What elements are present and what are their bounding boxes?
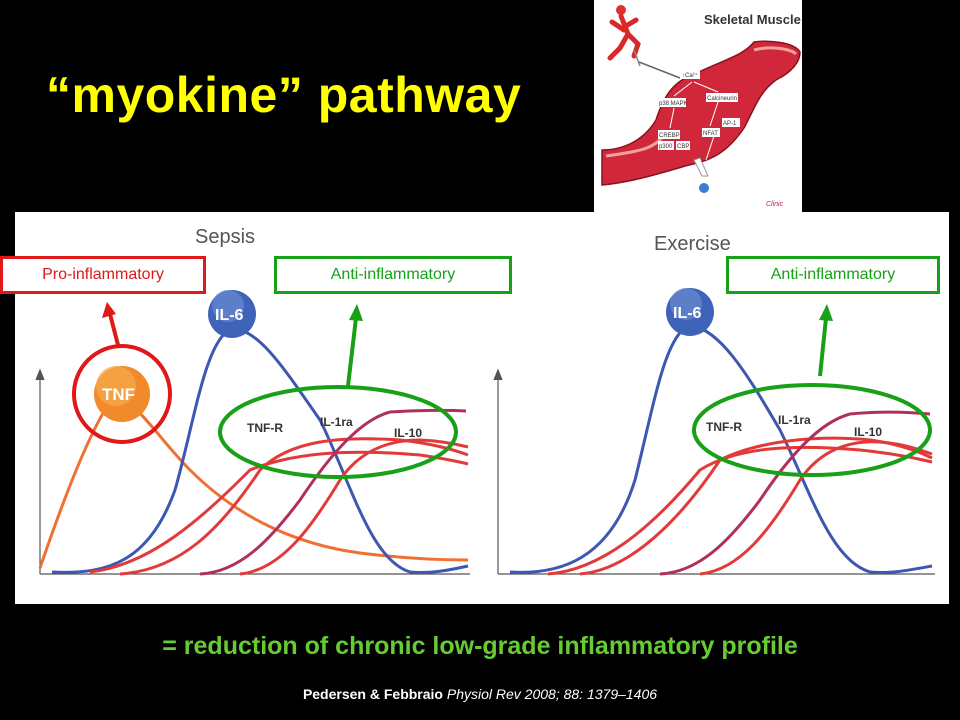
nfat-label: NFAT [703,131,718,137]
figure-logo: Clinic [766,201,784,208]
exercise-axes [493,368,935,575]
sepsis-il6-curve [51,326,469,574]
sepsis-il10-curve [199,408,467,576]
myokine-release-icon [699,183,709,193]
ca-label: ↑Ca²⁺ [682,72,698,79]
calcineurin-label: Calcineurin [707,96,737,102]
exercise-il6-curve [509,323,933,574]
sepsis-il10-label: IL-10 [394,426,422,440]
creb-label: CREBP [659,133,680,139]
p300-label: p300 [659,144,673,150]
tnf-bubble: TNF [94,366,150,422]
ap1-label: AP-1 [723,121,737,127]
exercise-il6-label: IL-6 [673,305,702,322]
sepsis-anti-highlight-ellipse [218,385,458,479]
exercise-anti-inflammatory-label: Anti-inflammatory [726,256,940,294]
sepsis-axes [35,368,470,575]
exercise-il6-bubble: IL-6 [666,288,714,336]
slide-title: “myokine” pathway [46,67,522,123]
exercise-title: Exercise [654,233,731,255]
sepsis-late-red-curve [239,438,469,576]
sepsis-title: Sepsis [195,226,255,248]
exercise-tnfr-label: TNF-R [706,420,742,434]
exercise-tnfr-curve [547,445,933,576]
citation-journal: Physiol Rev 2008; 88: 1379–1406 [446,686,658,702]
exercise-anti-arrow [818,304,833,377]
tnf-label: TNF [102,385,135,404]
sepsis-il6-bubble: IL-6 [208,290,256,338]
citation-authors: Pedersen & Febbraio [302,686,443,702]
exercise-il10-label: IL-10 [854,425,882,439]
tnf-highlight-circle [72,344,172,444]
exercise-late-red-curve [699,440,933,576]
sepsis-tnf-curve [38,393,469,569]
pro-arrow [102,302,120,346]
sepsis-il6-label: IL-6 [215,307,244,324]
runner-icon [607,5,641,67]
skeletal-muscle-figure: Skeletal Muscle ↑Ca²⁺ p38 MAPK Calcineur… [594,0,802,212]
citation: Pedersen & Febbraio Physiol Rev 2008; 88… [0,686,960,702]
pro-inflammatory-label: Pro-inflammatory [0,256,206,294]
exercise-anti-highlight-ellipse [692,383,932,477]
exercise-il10-curve [659,410,931,576]
sepsis-il1ra-label: IL-1ra [320,415,353,429]
sepsis-tnfr-label: TNF-R [247,421,283,435]
muscle-title: Skeletal Muscle [704,12,801,27]
conclusion-text: = reduction of chronic low-grade inflamm… [162,632,798,660]
sepsis-il1ra-curve [119,437,469,576]
sepsis-anti-arrow [346,304,363,387]
cbp-label: CBP [677,144,689,150]
sepsis-anti-inflammatory-label: Anti-inflammatory [274,256,512,294]
p38-label: p38 MAPK [659,101,688,107]
exercise-il1ra-label: IL-1ra [778,413,811,427]
